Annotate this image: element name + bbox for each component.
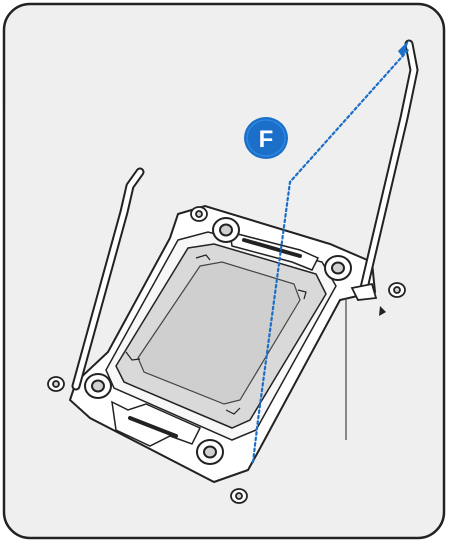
screw-post-top [212,217,240,243]
socket-bottom-bracket [111,400,202,447]
arrowhead [398,40,409,58]
cpu-notch [195,254,211,261]
lever-hook [350,282,378,301]
step-badge-icon: F [244,117,288,159]
cpu-notch [297,289,307,300]
socket-top-slot [242,238,302,258]
screw-post-right [324,255,352,281]
load-lever-right [350,39,419,301]
step-marker: F [259,126,274,153]
retention-clips [47,206,406,504]
cpu-notch [125,351,141,361]
screw-post-bottom [196,439,224,465]
small-arrowhead-icon [379,306,386,316]
cpu-socket [68,204,377,484]
screw-post-left [84,373,112,399]
screw-posts [84,217,352,465]
dotted-arrow-icon [251,40,410,464]
cpu-heat-spreader [137,261,301,405]
load-lever-left [71,167,145,391]
cpu-notch [225,407,241,415]
socket-bottom-slot [128,416,178,438]
